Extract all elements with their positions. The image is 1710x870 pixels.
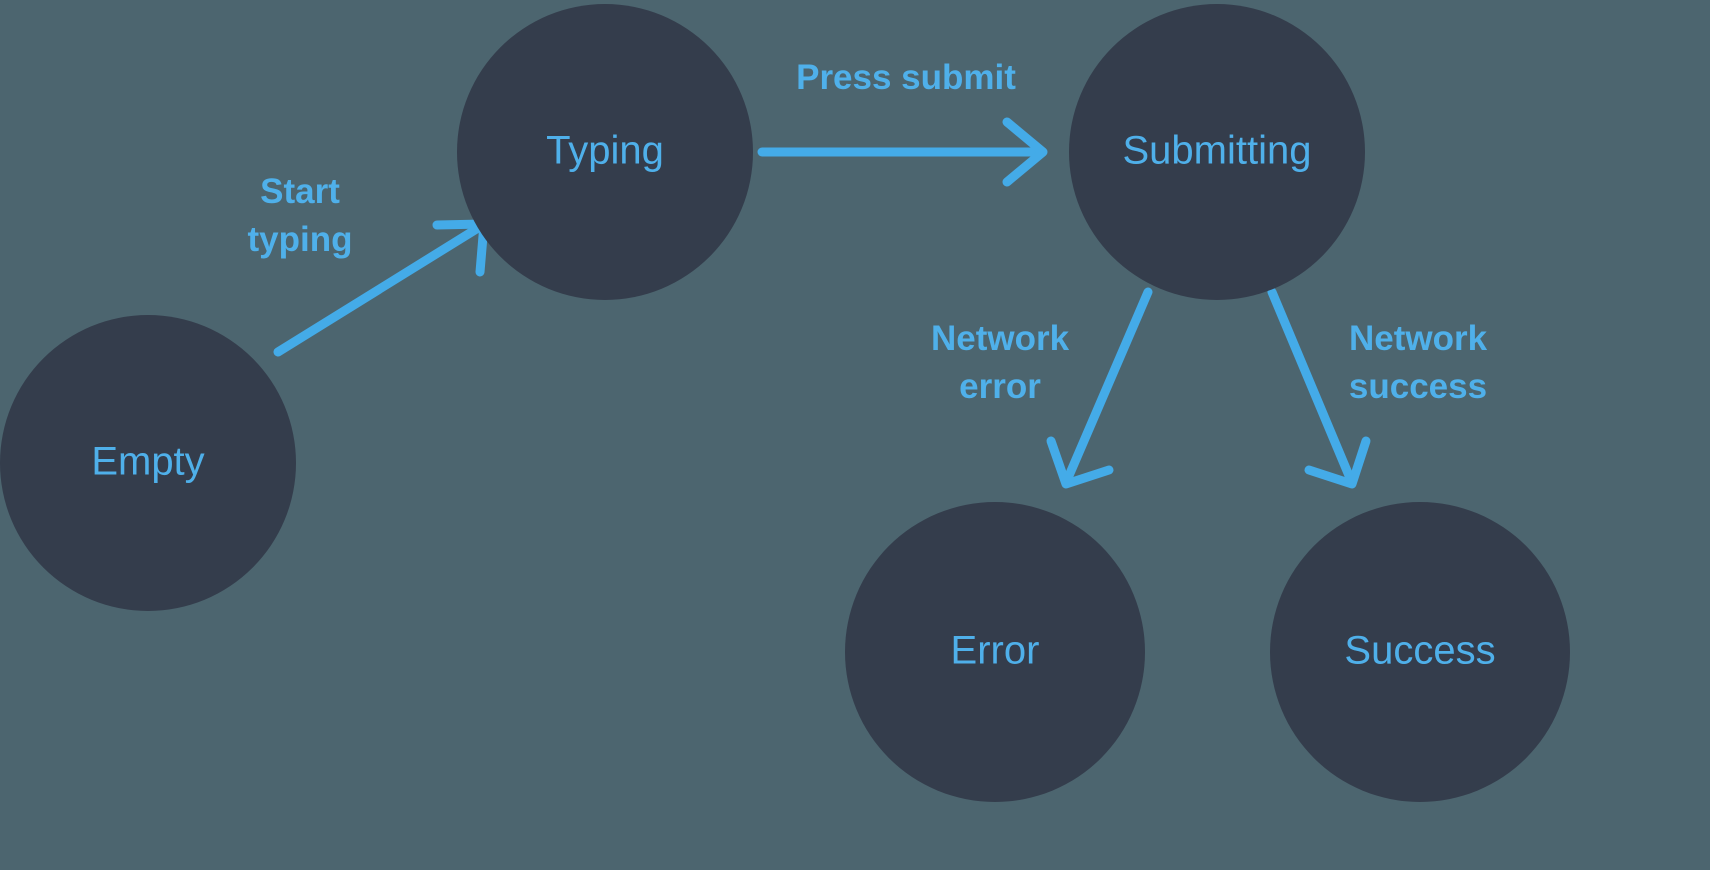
state-node-empty[interactable]: Empty xyxy=(0,315,296,611)
state-circle-success[interactable] xyxy=(1270,502,1570,802)
state-label-success: Success xyxy=(1344,629,1495,673)
edge-press-submit xyxy=(757,117,1048,187)
state-node-success[interactable]: Success xyxy=(1270,502,1570,802)
state-circle-error[interactable] xyxy=(845,502,1145,802)
state-circle-empty[interactable] xyxy=(0,315,296,611)
state-node-typing[interactable]: Typing xyxy=(457,4,753,300)
arrowhead-icon-network-error xyxy=(1046,436,1114,489)
edge-network-error xyxy=(1046,287,1153,489)
state-node-error[interactable]: Error xyxy=(845,502,1145,802)
state-label-submitting: Submitting xyxy=(1123,129,1312,173)
state-label-typing: Typing xyxy=(546,129,664,173)
edges-layer xyxy=(273,117,1371,489)
state-label-error: Error xyxy=(951,629,1040,673)
arrowhead-icon-press-submit xyxy=(1002,117,1048,187)
edge-line-network-error xyxy=(1063,287,1153,483)
state-node-submitting[interactable]: Submitting xyxy=(1069,4,1365,300)
edge-label-press-submit: Press submit xyxy=(796,58,1016,97)
arrowhead-icon-network-success xyxy=(1304,436,1371,489)
edge-line-network-success xyxy=(1267,287,1355,483)
edge-line-start-typing xyxy=(273,223,483,357)
state-circle-typing[interactable] xyxy=(457,4,753,300)
state-label-empty: Empty xyxy=(91,440,204,484)
state-circle-submitting[interactable] xyxy=(1069,4,1365,300)
edge-network-success xyxy=(1267,287,1371,489)
